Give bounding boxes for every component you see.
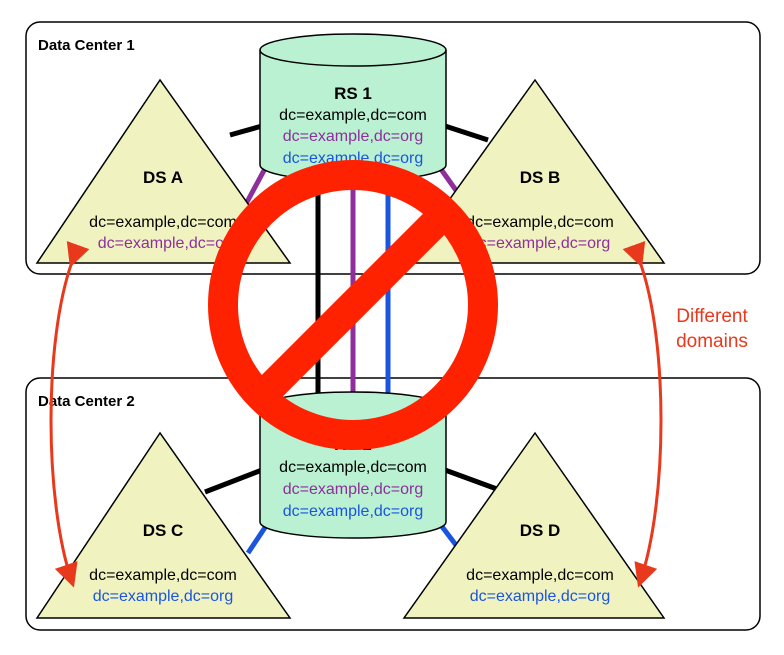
- ds-c-label: DS C: [143, 521, 184, 540]
- rs-2-suffix-1: dc=example,dc=com: [279, 459, 427, 476]
- link-dsa-rs1: [229, 123, 263, 138]
- annotation-line-2: domains: [676, 331, 748, 352]
- ds-a-label: DS A: [143, 168, 183, 187]
- different-domains-arrow-right: [622, 241, 663, 588]
- ds-d-label: DS D: [520, 521, 561, 540]
- rs-1-suffix-1: dc=example,dc=com: [279, 107, 427, 124]
- rs-2-suffix-3: dc=example,dc=org: [283, 503, 424, 520]
- rs-1-label: RS 1: [334, 84, 372, 103]
- different-domains-arrow-left: [49, 241, 90, 588]
- data-center-1-title: Data Center 1: [38, 37, 135, 54]
- rs-2-suffix-2: dc=example,dc=org: [283, 481, 424, 498]
- ds-d-suffix-2: dc=example,dc=org: [470, 588, 611, 605]
- rs-1-suffix-3: dc=example,dc=org: [283, 150, 424, 167]
- ds-a-triangle: [35, 78, 292, 264]
- annotation-line-1: Different: [676, 306, 748, 327]
- ds-b-triangle: [402, 78, 666, 264]
- ds-d-suffix-1: dc=example,dc=com: [466, 567, 614, 584]
- ds-c-suffix-1: dc=example,dc=com: [89, 567, 237, 584]
- ds-d-triangle: [402, 431, 666, 619]
- rs-1-suffix-2: dc=example,dc=org: [283, 128, 424, 145]
- link-dsc-rs2: [204, 467, 263, 495]
- ds-a-suffix-1: dc=example,dc=com: [89, 214, 237, 231]
- ds-c-suffix-2: dc=example,dc=org: [93, 588, 234, 605]
- ds-c-triangle: [35, 431, 292, 619]
- ds-a-suffix-2: dc=example,dc=org: [98, 235, 239, 252]
- link-dsb-rs1: [444, 123, 489, 143]
- ds-b-suffix-2: dc=example,dc=org: [470, 235, 611, 252]
- ds-b-label: DS B: [520, 168, 561, 187]
- forbidden-icon: [208, 160, 498, 450]
- ds-b-suffix-1: dc=example,dc=com: [466, 214, 614, 231]
